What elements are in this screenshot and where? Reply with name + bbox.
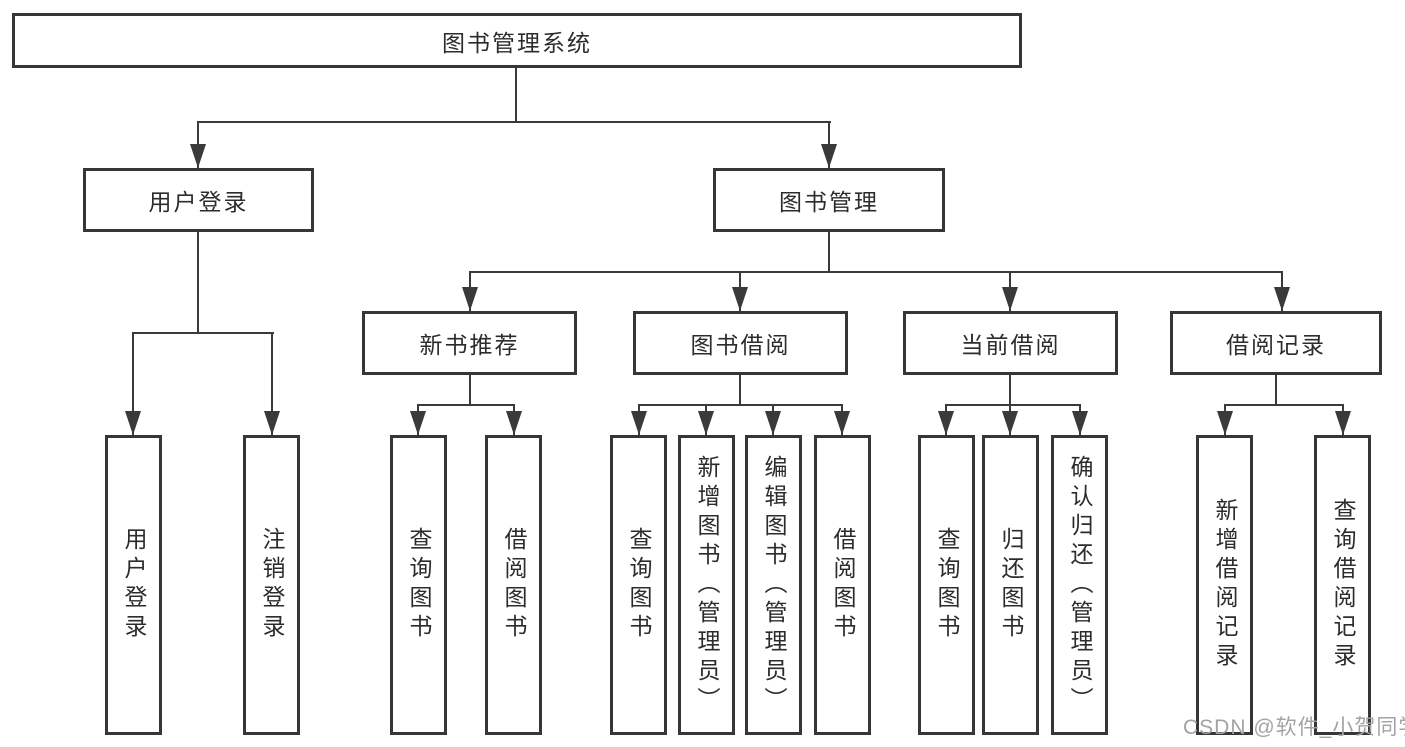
leaf-borrow-books-recommend-label: 借阅图书 <box>501 527 527 643</box>
arrow-to-leaf-edit-book <box>765 411 781 435</box>
arrow-to-leaf-add-record <box>1217 411 1233 435</box>
arrow-to-book-management <box>821 144 837 168</box>
connector-root-stem <box>515 68 517 122</box>
arrow-to-current-borrowing <box>1002 287 1018 311</box>
leaf-user-login-label: 用户登录 <box>121 527 147 643</box>
connector-to-leaf-logout <box>271 332 273 435</box>
leaf-add-borrow-record-label: 新增借阅记录 <box>1212 498 1238 672</box>
arrow-to-new-book-recommend <box>462 287 478 311</box>
node-borrowing-records: 借阅记录 <box>1170 311 1382 375</box>
leaf-logout-label: 注销登录 <box>259 527 285 643</box>
leaf-borrow-books-recommend: 借阅图书 <box>485 435 542 735</box>
leaf-user-login: 用户登录 <box>105 435 162 735</box>
connector-recommend-stem <box>469 375 471 406</box>
csdn-watermark: CSDN @软件_小贺同学 <box>1183 716 1405 739</box>
leaf-query-books-borrowing: 查询图书 <box>610 435 667 735</box>
leaf-query-borrow-record: 查询借阅记录 <box>1314 435 1371 735</box>
connector-to-leaf-login <box>132 332 134 435</box>
node-current-borrowing-label: 当前借阅 <box>960 332 1061 358</box>
leaf-add-book-admin-label: 新增图书（管理员） <box>694 454 720 716</box>
arrow-to-leaf-add-book <box>698 411 714 435</box>
connector-root-rail <box>197 121 831 123</box>
connector-borrowing-stem <box>739 375 741 406</box>
leaf-borrow-books-borrowing: 借阅图书 <box>814 435 871 735</box>
leaf-return-book: 归还图书 <box>982 435 1039 735</box>
node-book-management-label: 图书管理 <box>779 189 879 215</box>
node-new-book-recommend: 新书推荐 <box>362 311 577 375</box>
arrow-to-leaf-borrow-books-b <box>834 411 850 435</box>
leaf-borrow-books-borrowing-label: 借阅图书 <box>830 527 856 643</box>
arrow-to-user-login <box>190 144 206 168</box>
arrow-to-book-borrowing <box>732 287 748 311</box>
node-book-borrowing: 图书借阅 <box>633 311 848 375</box>
arrow-to-leaf-query-books-c <box>938 411 954 435</box>
leaf-query-books-recommend-label: 查询图书 <box>406 527 432 643</box>
arrow-to-leaf-confirm-return <box>1072 411 1088 435</box>
leaf-add-book-admin: 新增图书（管理员） <box>678 435 735 735</box>
arrow-to-leaf-query-books-b <box>631 411 647 435</box>
node-user-login-label: 用户登录 <box>148 189 249 215</box>
node-book-management: 图书管理 <box>713 168 945 232</box>
leaf-query-books-current: 查询图书 <box>918 435 975 735</box>
connector-user-login-stem <box>197 232 199 334</box>
leaf-query-borrow-record-label: 查询借阅记录 <box>1330 498 1356 672</box>
leaf-query-books-current-label: 查询图书 <box>934 527 960 643</box>
node-root-library-system: 图书管理系统 <box>12 13 1022 68</box>
node-user-login: 用户登录 <box>83 168 314 232</box>
leaf-return-book-label: 归还图书 <box>998 527 1024 643</box>
connector-records-stem <box>1275 375 1277 406</box>
leaf-query-books-recommend: 查询图书 <box>390 435 447 735</box>
connector-book-mgmt-rail <box>469 271 1283 273</box>
connector-borrowing-rail <box>638 404 843 406</box>
connector-records-rail <box>1224 404 1344 406</box>
arrow-to-leaf-query-record <box>1335 411 1351 435</box>
connector-book-mgmt-stem <box>828 232 830 273</box>
leaf-edit-book-admin: 编辑图书（管理员） <box>745 435 802 735</box>
arrow-to-leaf-login <box>125 411 141 435</box>
node-book-borrowing-label: 图书借阅 <box>690 332 791 358</box>
node-new-book-recommend-label: 新书推荐 <box>419 332 520 358</box>
node-current-borrowing: 当前借阅 <box>903 311 1118 375</box>
node-root-label: 图书管理系统 <box>442 29 592 56</box>
connector-recommend-rail <box>417 404 515 406</box>
leaf-confirm-return-admin: 确认归还（管理员） <box>1051 435 1108 735</box>
leaf-edit-book-admin-label: 编辑图书（管理员） <box>761 454 787 716</box>
arrow-to-borrowing-records <box>1274 287 1290 311</box>
leaf-confirm-return-admin-label: 确认归还（管理员） <box>1067 454 1093 716</box>
connector-current-rail <box>945 404 1081 406</box>
leaf-query-books-borrowing-label: 查询图书 <box>626 527 652 643</box>
connector-current-stem <box>1009 375 1011 406</box>
arrow-to-leaf-return-book <box>1002 411 1018 435</box>
node-borrowing-records-label: 借阅记录 <box>1226 332 1326 358</box>
arrow-to-leaf-borrow-books-a <box>506 411 522 435</box>
arrow-to-leaf-query-books-a <box>410 411 426 435</box>
leaf-add-borrow-record: 新增借阅记录 <box>1196 435 1253 735</box>
arrow-to-leaf-logout <box>264 411 280 435</box>
connector-user-login-rail <box>132 332 274 334</box>
leaf-logout: 注销登录 <box>243 435 300 735</box>
